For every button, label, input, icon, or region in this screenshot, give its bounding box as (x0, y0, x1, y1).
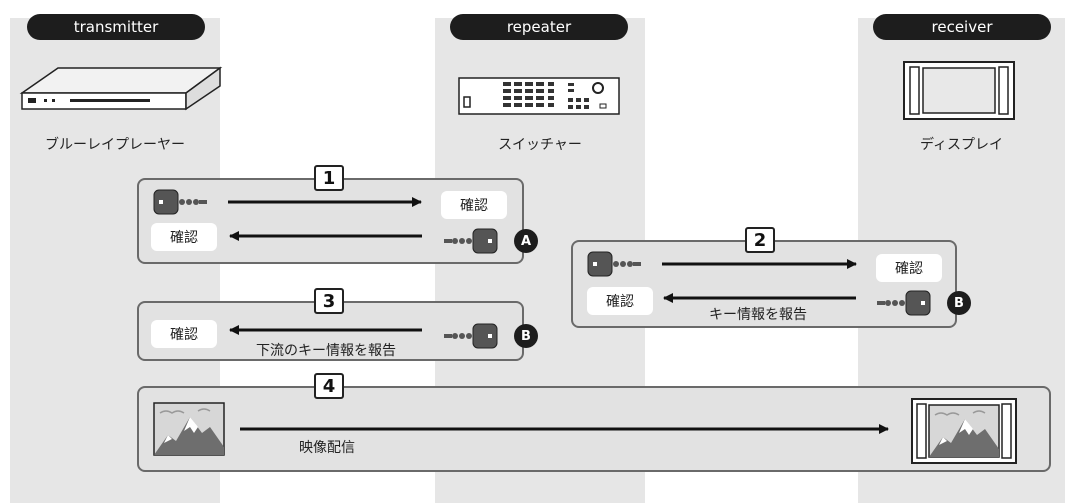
step-2-badge: B (947, 291, 971, 315)
step-3-badge: B (514, 324, 538, 348)
step-3-number: 3 (314, 288, 344, 314)
step-1-confirm-left: 確認 (151, 223, 217, 251)
bluray-player-icon (19, 66, 223, 111)
step-2-message: キー情報を報告 (709, 307, 807, 323)
step-1-confirm-right: 確認 (441, 191, 507, 219)
step-4-number: 4 (314, 373, 344, 399)
step-2-confirm-right: 確認 (876, 254, 942, 282)
step-3-message: 下流のキー情報を報告 (256, 343, 396, 359)
key-icon (876, 290, 931, 316)
step-3-confirm-left: 確認 (151, 320, 217, 348)
step-1-badge: A (514, 229, 538, 253)
step-1-number: 1 (314, 165, 344, 191)
switcher-icon (458, 77, 620, 115)
step-2-number: 2 (745, 227, 775, 253)
key-icon (443, 323, 498, 349)
key-icon (153, 189, 208, 215)
receiver-device-label: ディスプレイ (919, 137, 1004, 153)
step-2-confirm-left: 確認 (587, 287, 653, 315)
display-icon (903, 61, 1015, 120)
receiver-header: receiver (873, 14, 1051, 40)
key-icon (443, 228, 498, 254)
transmitter-header: transmitter (27, 14, 205, 40)
mountain-image-icon (153, 402, 225, 456)
repeater-device-label: スイッチャー (498, 137, 582, 153)
display-with-image-icon (911, 398, 1017, 464)
key-icon (587, 251, 642, 277)
transmitter-device-label: ブルーレイプレーヤー (45, 137, 185, 153)
repeater-header: repeater (450, 14, 628, 40)
step-4-message: 映像配信 (299, 440, 355, 456)
